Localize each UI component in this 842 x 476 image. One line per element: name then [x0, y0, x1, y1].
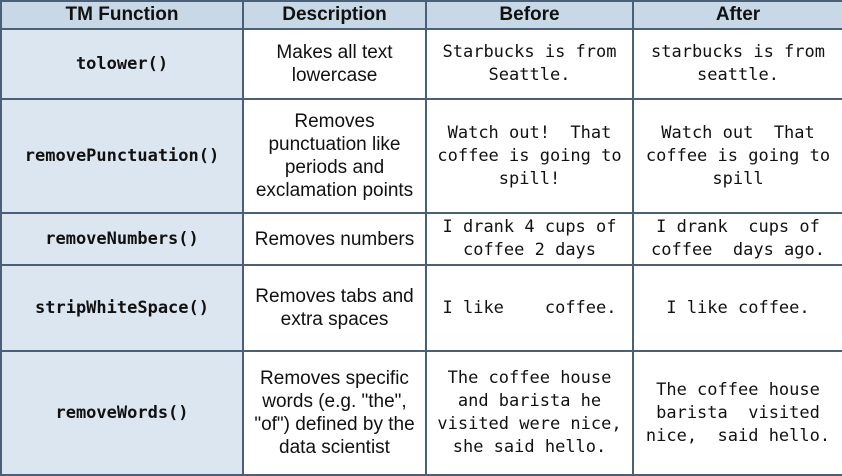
function-description: Removes punctuation like periods and exc…	[242, 98, 427, 214]
function-name: removeNumbers()	[0, 212, 244, 266]
table-row: removePunctuation() Removes punctuation …	[0, 98, 842, 214]
after-example: The coffee house barista visited nice, s…	[632, 350, 842, 476]
function-name: stripWhiteSpace()	[0, 264, 244, 352]
table-row: removeWords() Removes specific words (e.…	[0, 350, 842, 476]
before-example: Watch out! That coffee is going to spill…	[425, 98, 634, 214]
before-example: I drank 4 cups of coffee 2 days	[425, 212, 634, 266]
after-example: Watch out That coffee is going to spill	[632, 98, 842, 214]
before-example: Starbucks is from Seattle.	[425, 28, 634, 100]
before-example: The coffee house and barista he visited …	[425, 350, 634, 476]
function-name: removePunctuation()	[0, 98, 244, 214]
header-before: Before	[425, 0, 634, 30]
table-row: tolower() Makes all text lowercase Starb…	[0, 28, 842, 100]
after-example: starbucks is from seattle.	[632, 28, 842, 100]
table-row: removeNumbers() Removes numbers I drank …	[0, 212, 842, 266]
function-description: Makes all text lowercase	[242, 28, 427, 100]
after-example: I drank cups of coffee days ago.	[632, 212, 842, 266]
header-after: After	[632, 0, 842, 30]
function-description: Removes specific words (e.g. "the", "of"…	[242, 350, 427, 476]
function-description: Removes numbers	[242, 212, 427, 266]
table-row: stripWhiteSpace() Removes tabs and extra…	[0, 264, 842, 352]
before-example: I like coffee.	[425, 264, 634, 352]
header-row: TM Function Description Before After	[0, 0, 842, 30]
after-example: I like coffee.	[632, 264, 842, 352]
function-name: removeWords()	[0, 350, 244, 476]
function-name: tolower()	[0, 28, 244, 100]
header-tm-function: TM Function	[0, 0, 244, 30]
header-description: Description	[242, 0, 427, 30]
function-description: Removes tabs and extra spaces	[242, 264, 427, 352]
